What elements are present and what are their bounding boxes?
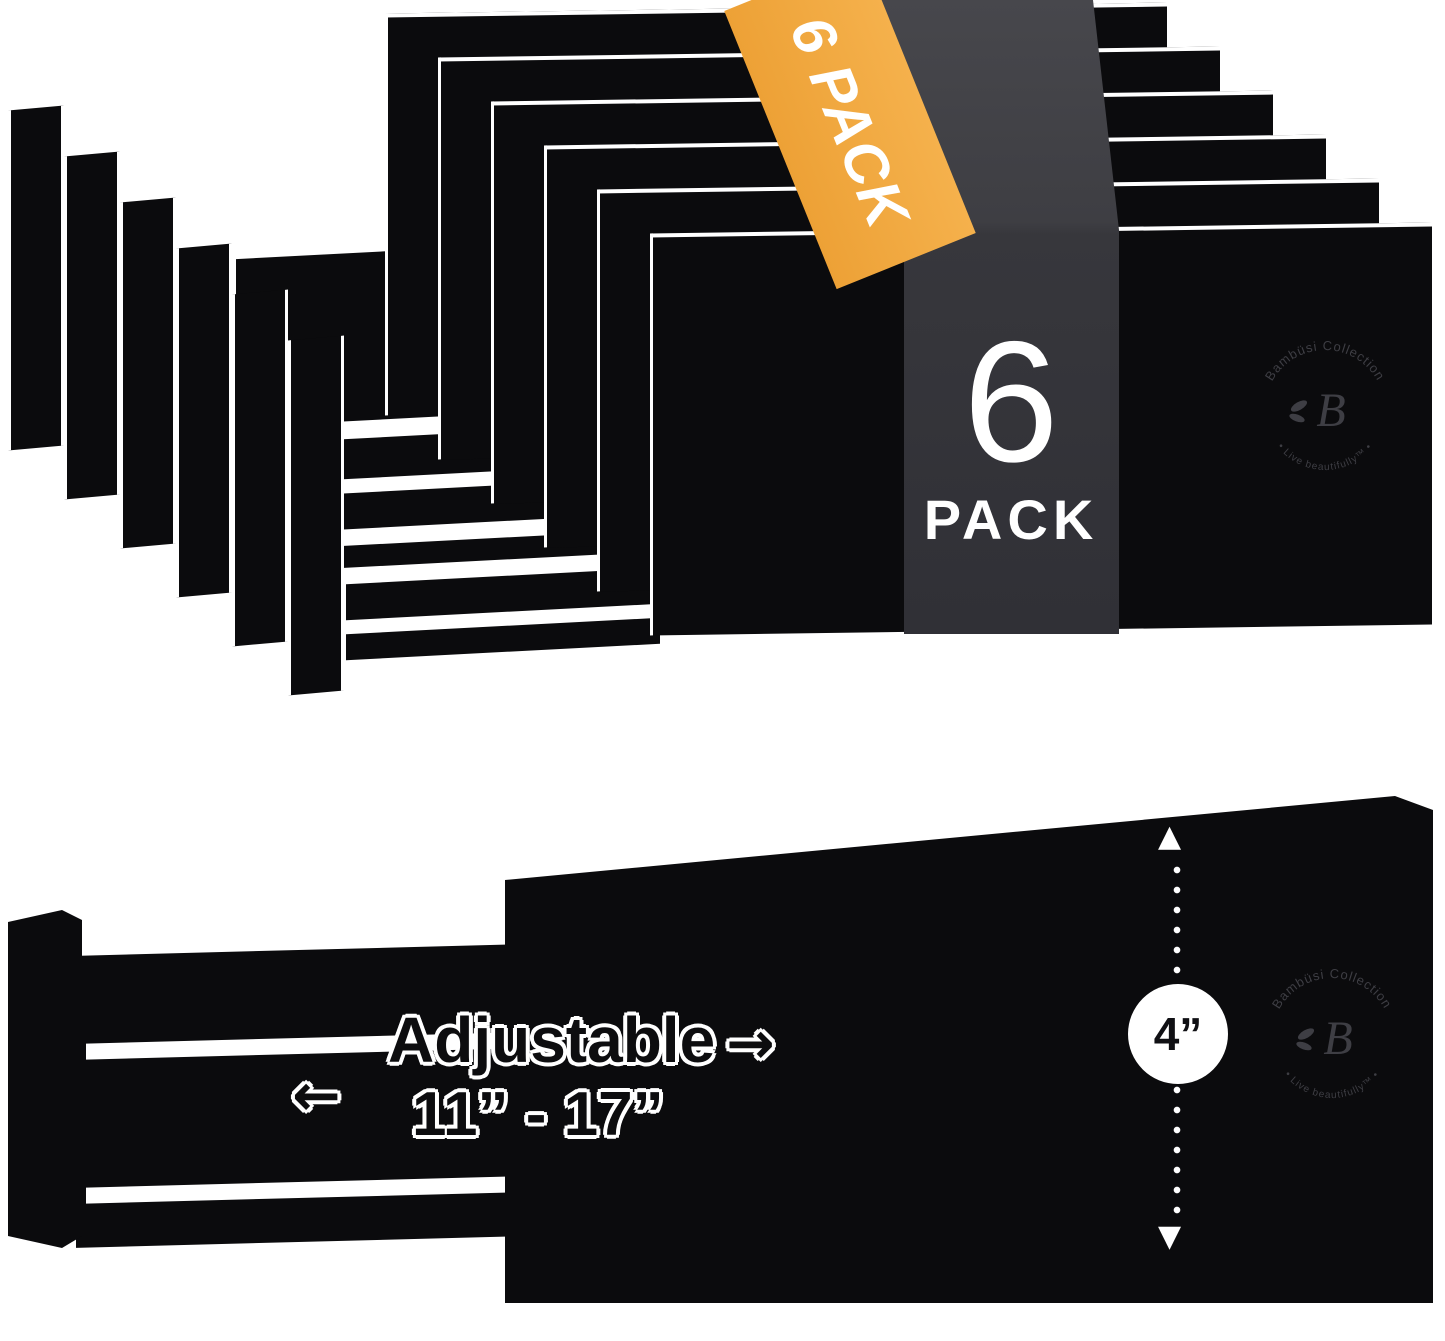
up-arrow-icon: ▲ xyxy=(1158,819,1182,854)
right-arrow-icon: → xyxy=(726,1009,775,1077)
adjustable-label: Adjustable xyxy=(388,1004,716,1076)
divider-end-post xyxy=(64,151,120,500)
watermark-monogram: B xyxy=(1323,1012,1352,1065)
svg-text:• Live beautifully™ •: • Live beautifully™ • xyxy=(1275,441,1375,473)
divider-end-post xyxy=(288,335,344,696)
divider-end-post xyxy=(176,243,232,598)
divider-end-bracket xyxy=(8,910,82,1248)
watermark-tagline-text: • Live beautifully™ • xyxy=(1275,441,1374,473)
leaf-icon xyxy=(1289,413,1305,423)
divider-slat-bar xyxy=(346,617,660,661)
svg-text:Bambüsi Collection: Bambüsi Collection xyxy=(1262,338,1388,383)
divider-end-post xyxy=(232,289,288,647)
watermark-monogram: B xyxy=(1316,384,1345,437)
svg-text:• Live beautifully™ •: • Live beautifully™ • xyxy=(1282,1069,1382,1101)
slat-gap xyxy=(86,1176,512,1204)
height-dimension-badge: 4” xyxy=(1128,984,1228,1084)
svg-text:Bambüsi Collection: Bambüsi Collection xyxy=(1269,966,1395,1011)
watermark-brand-text: Bambüsi Collection xyxy=(1262,338,1387,383)
watermark-brand-text: Bambüsi Collection xyxy=(1269,966,1394,1011)
brand-watermark: Bambüsi Collection • Live beautifully™ •… xyxy=(1262,338,1388,473)
leaf-icon xyxy=(1290,400,1308,412)
pack-count-number: 6 xyxy=(963,306,1059,498)
down-arrow-icon: ▼ xyxy=(1158,1219,1182,1254)
divider-end-post xyxy=(120,197,176,549)
adjustable-range-label: 11” - 17” xyxy=(412,1080,664,1149)
pack-word-label: PACK xyxy=(923,488,1099,551)
height-dimension-value: 4” xyxy=(1153,1008,1203,1060)
divider-panel xyxy=(505,796,1433,1303)
divider-end-post xyxy=(8,105,64,451)
watermark-tagline-text: • Live beautifully™ • xyxy=(1282,1069,1381,1101)
leaf-icon xyxy=(1296,1041,1312,1051)
leaf-icon xyxy=(1297,1028,1315,1040)
brand-watermark: Bambüsi Collection • Live beautifully™ •… xyxy=(1269,966,1395,1101)
left-arrow-icon: ← xyxy=(292,1061,341,1129)
